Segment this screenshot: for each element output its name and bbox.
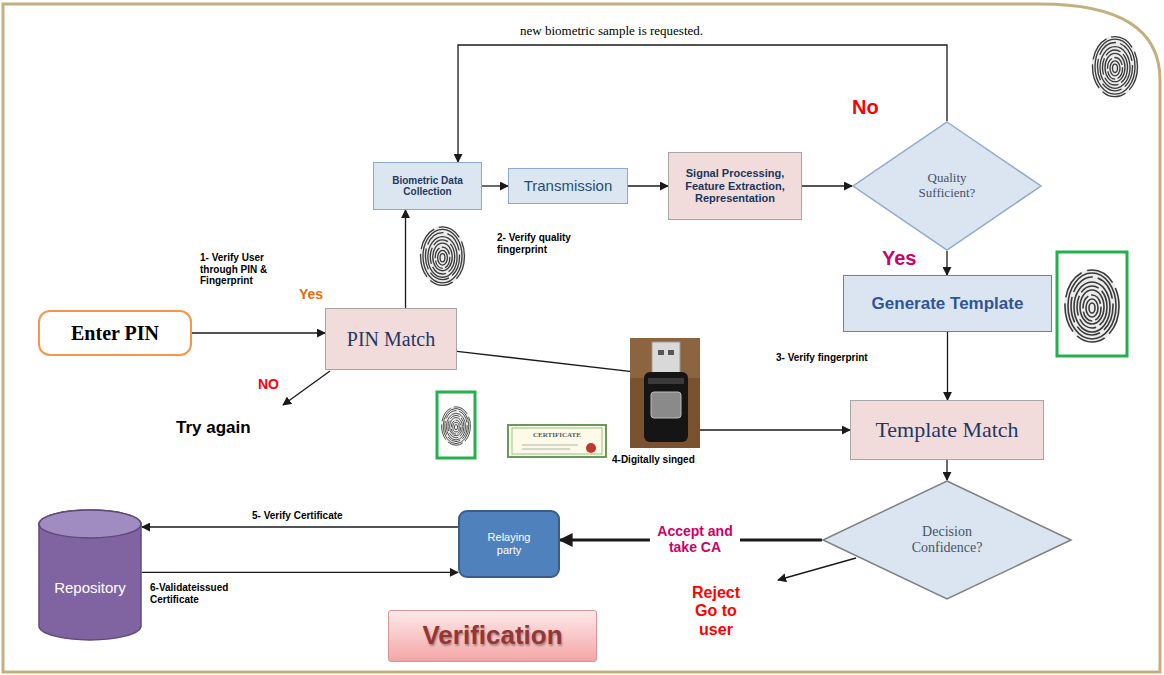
flow-arrow: [142, 572, 458, 573]
edge-label: 5- Verify Certificate: [252, 510, 343, 522]
node-text: Biometric Data Collection: [383, 175, 472, 198]
decision-diamond: Decision Confidence?: [822, 480, 1072, 600]
fingerprint-image: [1092, 36, 1139, 98]
edge-label: 1- Verify User through PIN & Fingerprint: [200, 252, 290, 287]
flow-arrow: [946, 251, 947, 275]
flow-arrow: [482, 185, 508, 186]
flow-arrow: [802, 185, 852, 186]
branch-label: Yes: [299, 286, 323, 302]
process-box: Template Match: [850, 400, 1044, 460]
start-box: Enter PIN: [38, 310, 192, 356]
node-text: Verification: [398, 621, 587, 651]
template-frame: [437, 392, 475, 458]
database-cylinder: Repository: [38, 510, 142, 640]
flow-arrow: [405, 210, 406, 308]
node-text: Repository: [48, 579, 132, 596]
node-text: Enter PIN: [48, 322, 182, 345]
page-frame: [3, 4, 1160, 672]
step-note: 2- Verify quality fingerprint: [497, 232, 585, 255]
diamond-outline: [853, 122, 1041, 250]
branch-label: NO: [258, 376, 279, 392]
edge-label: 6-Validateissued Certificate: [150, 582, 250, 605]
branch-arrow: [778, 558, 856, 580]
fingerprint-template: [441, 406, 471, 445]
branch-label: No: [852, 96, 879, 119]
usb-token-image: [630, 338, 700, 448]
edge-label: new biometric sample is requested.: [520, 24, 703, 39]
flow-arrow: [947, 332, 948, 400]
certificate-image: [508, 425, 606, 457]
outcome-text: Try again: [176, 418, 251, 438]
diamond-outline: [823, 481, 1071, 599]
node-text: Transmission: [518, 177, 618, 194]
cylinder-top: [39, 510, 141, 538]
party-box: Relaying party: [458, 510, 560, 578]
edge-label: Accept and take CA: [650, 523, 740, 555]
node-text: Signal Processing, Feature Extraction, R…: [678, 167, 792, 205]
cylinder-outline: [38, 510, 142, 640]
node-text: Quality Sufficient?: [906, 171, 988, 201]
title-box: Verification: [388, 610, 597, 662]
branch-arrow: [283, 371, 330, 405]
flow-arrow: [142, 526, 458, 527]
node-text: Generate Template: [853, 294, 1042, 314]
process-box: Transmission: [508, 168, 628, 204]
fingerprint-template: [1064, 269, 1120, 343]
flow-arrow: [192, 332, 325, 333]
node-text: Template Match: [860, 417, 1034, 442]
process-box: Biometric Data Collection: [373, 162, 482, 210]
node-text: PIN Match: [335, 328, 447, 351]
cylinder-body: [39, 510, 141, 640]
outcome-text: Reject Go to user: [684, 584, 748, 639]
process-box: Signal Processing, Feature Extraction, R…: [668, 152, 802, 220]
template-frame: [1057, 252, 1127, 356]
step-note: 3- Verify fingerprint: [776, 352, 868, 364]
node-text: Decision Confidence?: [903, 524, 991, 556]
certificate-title: CERTIFICATE: [509, 431, 605, 439]
flow-arrow: [628, 185, 668, 186]
decision-diamond: Quality Sufficient?: [852, 121, 1042, 251]
process-box: PIN Match: [325, 308, 457, 370]
flow-arrow: [946, 460, 947, 480]
flow-arrow: [458, 45, 947, 162]
fingerprint-image: [420, 226, 466, 286]
node-text: Relaying party: [479, 531, 539, 556]
step-note: 4-Digitally singed: [612, 454, 695, 466]
branch-label: Yes: [882, 247, 916, 270]
process-box: Generate Template: [843, 275, 1052, 332]
